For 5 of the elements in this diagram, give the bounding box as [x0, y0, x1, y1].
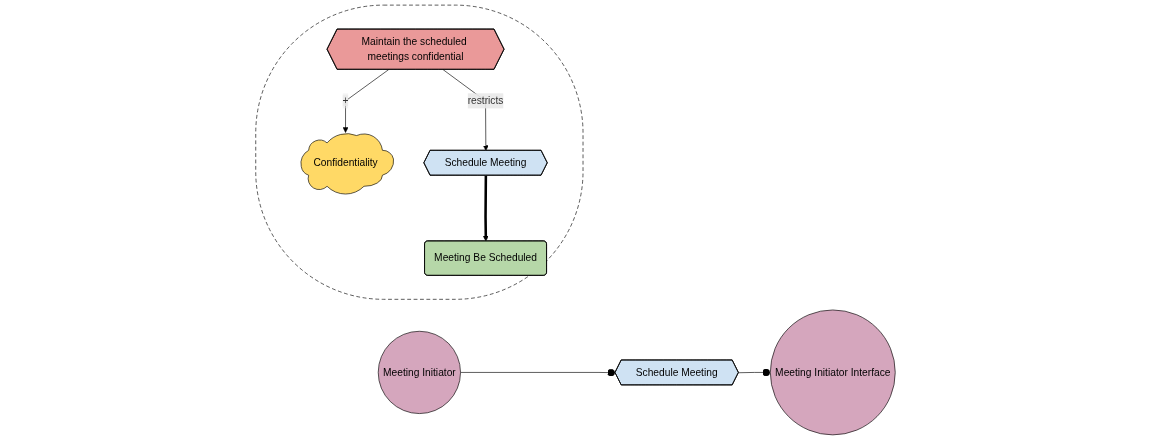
node-circle: Meeting Initiator Interface: [770, 309, 896, 436]
edge-label: +: [342, 95, 349, 107]
arrow: [483, 175, 489, 242]
node-circle: Meeting Initiator: [377, 330, 461, 414]
edge-label: restricts: [467, 95, 504, 107]
